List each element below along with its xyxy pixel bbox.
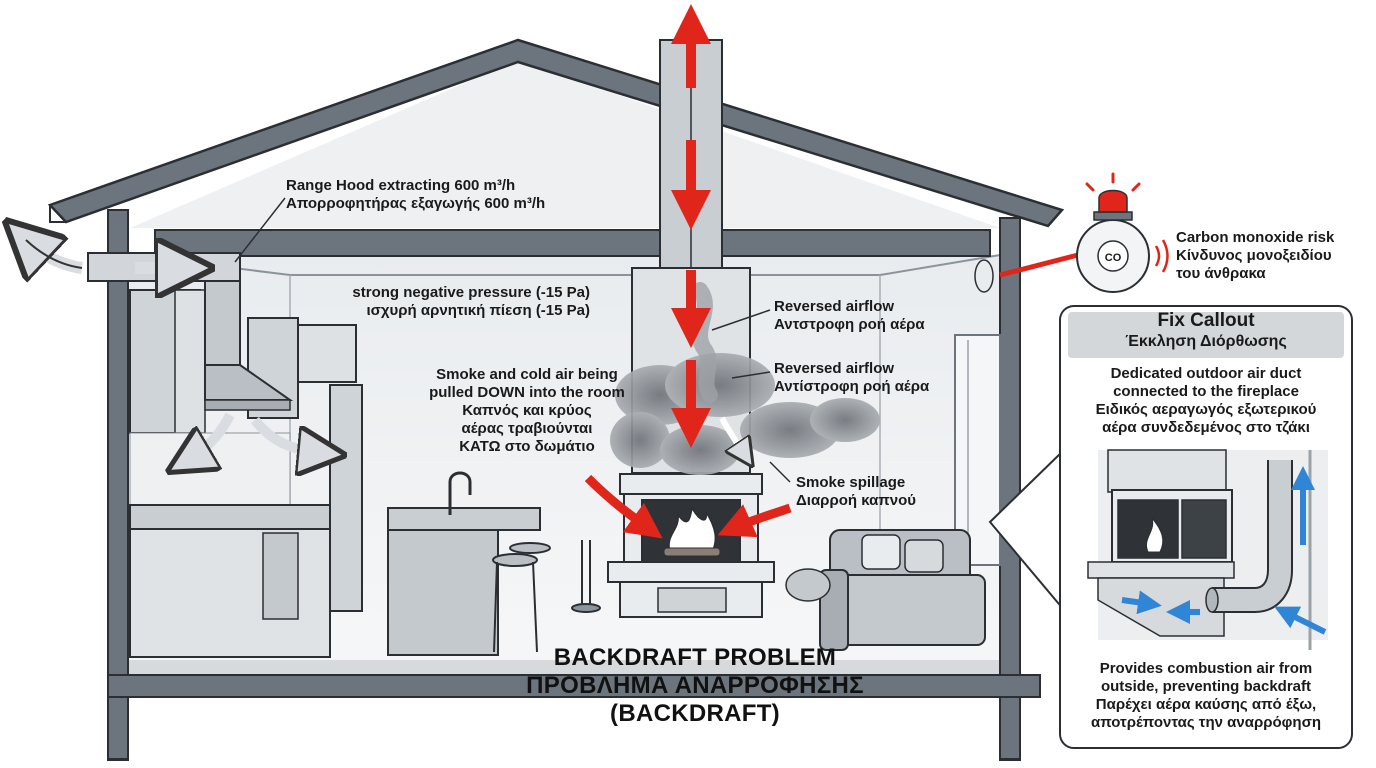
fix-breast (1107, 449, 1227, 493)
fix-firebox-side (1181, 499, 1227, 559)
island-body (387, 529, 499, 656)
red-arrows (584, 4, 1079, 539)
base-cabinets (129, 528, 331, 658)
smoke-puff (610, 412, 670, 468)
fix-flame (1146, 517, 1164, 553)
smoke-puff (665, 353, 775, 417)
smoke-stream (692, 282, 718, 403)
cushion (904, 539, 944, 573)
cushion (861, 534, 901, 570)
fireplace-tools (571, 540, 601, 613)
reversed-airflow-arrow (719, 416, 745, 455)
mantel (619, 473, 763, 495)
upper-cabinet-mid (174, 289, 206, 434)
hood-right-arrow (251, 416, 322, 453)
smoke-pulled-label: Smoke and cold air being pulled DOWN int… (429, 366, 625, 455)
floor-slab (107, 674, 1041, 698)
sofa-seat (829, 574, 986, 646)
fridge (329, 384, 363, 612)
co-alarm-beacon-base (1093, 211, 1133, 221)
blue-arrows (1121, 466, 1327, 635)
fix-callout-benefit: Provides combustion air from outside, pr… (1090, 660, 1321, 731)
right-window (954, 334, 1001, 566)
upper-cabinet-far (297, 324, 357, 383)
duct-exhaust-arrow-outline (25, 239, 83, 269)
kitchen (87, 252, 601, 658)
fix-firebox (1117, 499, 1179, 559)
faucet (448, 471, 472, 515)
smoke-puff (810, 398, 880, 442)
attic (130, 60, 1000, 228)
gray-arrows (26, 240, 745, 460)
fix-duct-mouth (1205, 587, 1219, 613)
pull-arrow-right (717, 503, 792, 538)
co-detector: CO (1076, 172, 1169, 293)
fix-callout-heading: Fix Callout Έκκληση Διόρθωσης (1125, 310, 1287, 350)
log-store (657, 587, 727, 613)
smoke-cloud (610, 282, 880, 475)
fire-logs (663, 547, 721, 557)
co-risk-label: Carbon monoxide risk Κίνδυνος μονοξειδίο… (1176, 229, 1335, 282)
co-detector-label: CO (1105, 252, 1122, 264)
fix-blue-in-arrow (1274, 606, 1327, 635)
island-top (387, 507, 541, 531)
reversed-airflow-label-1: Reversed airflow Αντστροφη ροή αέρα (774, 298, 925, 333)
range-hood-leader (234, 197, 286, 263)
leader-lines (234, 197, 791, 483)
hood-left-arrow (188, 412, 235, 460)
co-alarm-rays (1085, 172, 1141, 192)
smoke-spillage-leader (769, 461, 791, 483)
ceiling-beam (154, 229, 991, 257)
hearth (607, 561, 775, 583)
reversed-airflow-label-2: Reversed airflow Αντίστροφη ροή αέρα (774, 360, 930, 395)
range-hood-lip (204, 399, 291, 411)
fix-callout (988, 305, 1353, 749)
left-footing (107, 696, 129, 760)
co-pointer (999, 252, 1079, 278)
counter-top (129, 504, 331, 530)
smoke-detector (974, 259, 994, 293)
co-alarm-beacon (1098, 189, 1128, 213)
range-hood-label: Range Hood extracting 600 m³/h Απορροφητ… (286, 177, 546, 212)
main-title: BACKDRAFT PROBLEM ΠΡΟΒΛΗΜΑ ΑΝΑΡΡΟΦΗΣΗΣ (… (526, 644, 864, 727)
duct-exhaust-arrow (26, 240, 83, 268)
oven (262, 532, 299, 620)
co-sound-waves (1154, 239, 1169, 273)
log-basket (785, 568, 831, 602)
fix-blue-left-arrow (1121, 590, 1162, 615)
reversed-1-leader (711, 309, 771, 331)
co-detector-inner (1097, 240, 1129, 272)
fix-duct-fill (1212, 460, 1291, 611)
bar-stool (492, 542, 551, 653)
floor (128, 660, 1000, 675)
fire-flame (668, 505, 717, 553)
callout-header (1068, 312, 1344, 358)
pull-arrow-left (584, 474, 663, 539)
fix-callout-description: Dedicated outdoor air duct connected to … (1095, 365, 1317, 436)
negative-pressure-label: strong negative pressure (-15 Pa) ισχυρή… (352, 284, 590, 319)
living-room (785, 259, 994, 651)
fix-hearth (1087, 561, 1235, 579)
smoke-spillage-label: Smoke spillage Διαρροή καπνού (796, 474, 917, 509)
reversed-2-leader (731, 371, 771, 379)
right-footing (999, 696, 1021, 760)
